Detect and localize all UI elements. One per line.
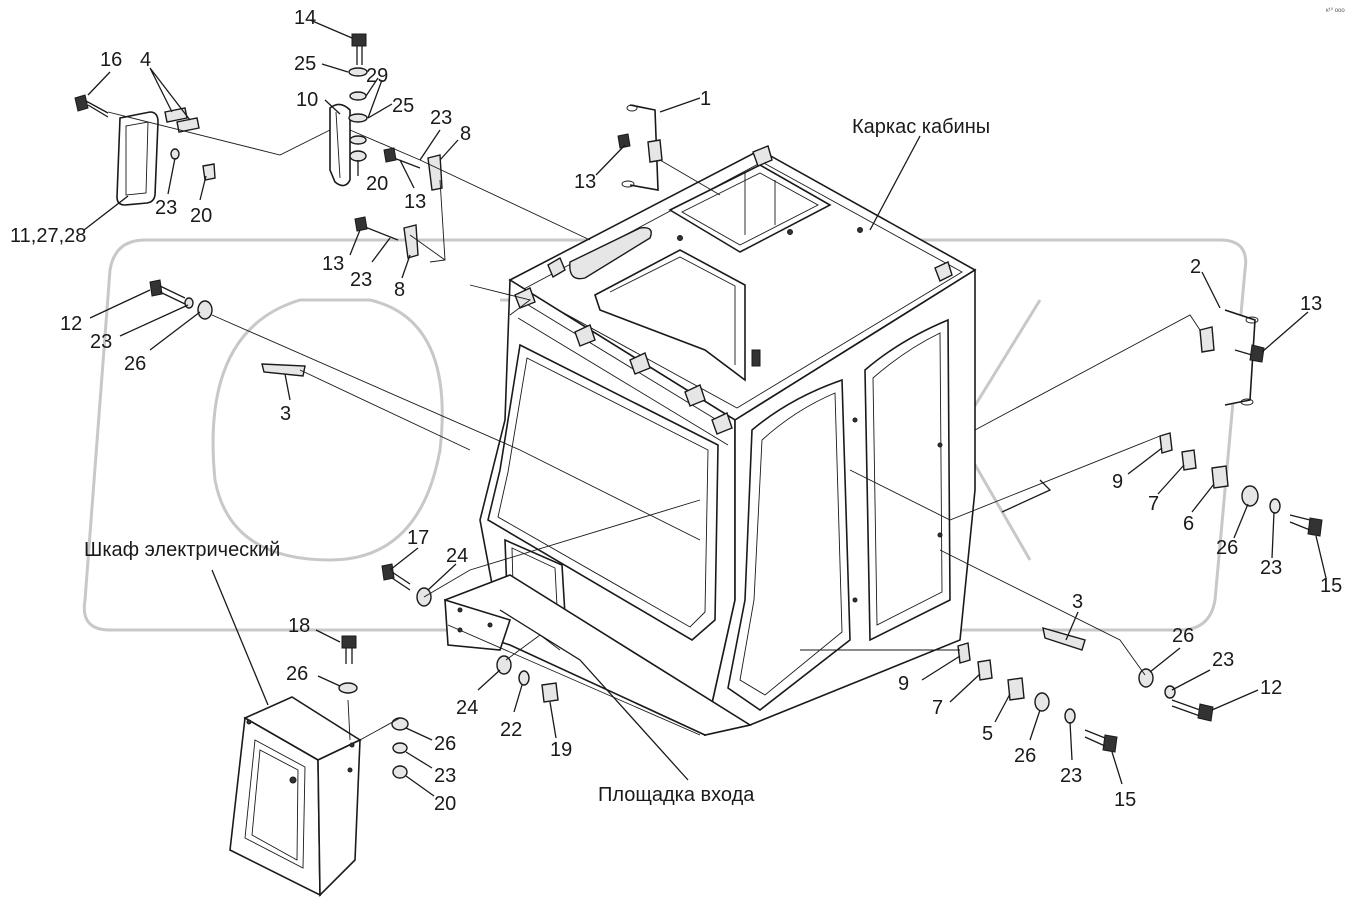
bracket-3-left [261, 363, 306, 377]
callout-8-upper: 8 [460, 123, 471, 145]
fastener-group-17 [381, 563, 432, 607]
callout-13-upper-bracket: 13 [404, 191, 426, 213]
fastener-group-left-12 [149, 279, 213, 320]
callout-labels: 1 2 3 3 4 5 6 7 7 8 8 9 9 10 11,27,28 12… [10, 7, 1342, 815]
callout-5: 5 [982, 723, 993, 745]
callout-24-upper: 24 [446, 545, 468, 567]
callout-24-lower: 24 [456, 697, 478, 719]
callout-12-left: 12 [60, 313, 82, 335]
callout-23-right-upper: 23 [1260, 557, 1282, 579]
bracket-8-upper [383, 147, 443, 191]
electrical-cabinet [229, 696, 362, 897]
caption-entry-platform: Площадка входа [598, 784, 755, 806]
callout-14: 14 [294, 7, 316, 29]
callout-25-lower: 25 [392, 95, 414, 117]
callout-13-lower-bracket: 13 [322, 253, 344, 275]
callout-26-left: 26 [124, 353, 146, 375]
fastener-group-right-upper [1159, 432, 1323, 537]
fastener-group-platform-bottom [496, 655, 559, 703]
callout-17: 17 [407, 527, 429, 549]
callout-19: 19 [550, 739, 572, 761]
bolt-16 [74, 94, 109, 118]
callout-18: 18 [288, 615, 310, 637]
callout-8-lower: 8 [394, 279, 405, 301]
fastener-group-mirror-left [170, 148, 216, 181]
callout-23-upper-bracket: 23 [430, 107, 452, 129]
callout-20-cabinet: 20 [434, 793, 456, 815]
callout-25-upper: 25 [294, 53, 316, 75]
callout-23-lower-bracket: 23 [350, 269, 372, 291]
fastener-group-18 [338, 635, 358, 694]
caption-cabin-frame: Каркас кабины [852, 116, 990, 138]
callout-23-left-fastener: 23 [90, 331, 112, 353]
callout-2: 2 [1190, 256, 1201, 278]
entry-platform [444, 574, 753, 736]
leader-lines [83, 19, 1327, 797]
mirror-arm-10 [329, 103, 351, 187]
mirror-arm-2 [1199, 309, 1265, 406]
fastener-group-right-12 [1138, 668, 1214, 722]
callout-4: 4 [140, 49, 151, 71]
bracket-8-lower [354, 216, 419, 259]
bracket-3-right [1042, 627, 1086, 651]
callout-23-right-12: 23 [1212, 649, 1234, 671]
callout-13-mirror-arm: 13 [574, 171, 596, 193]
callout-9-upper: 9 [1112, 471, 1123, 493]
callout-13-right-arm: 13 [1300, 293, 1322, 315]
callout-7-lower: 7 [932, 697, 943, 719]
mirror-arm-1 [617, 104, 663, 191]
callout-26-cabinet-top: 26 [286, 663, 308, 685]
cabin-frame [479, 145, 977, 737]
callout-23-right-lower: 23 [1060, 765, 1082, 787]
callout-16: 16 [100, 49, 122, 71]
mirror-bracket-4 [164, 107, 200, 133]
bolt-14-stack [348, 33, 368, 162]
callout-12-right: 12 [1260, 677, 1282, 699]
callout-11-27-28: 11,27,28 [10, 225, 86, 247]
callout-10: 10 [296, 89, 318, 111]
corner-note: к¹⁰ ооо [1326, 7, 1345, 14]
center-lines [107, 111, 1201, 741]
callout-15-lower: 15 [1114, 789, 1136, 811]
callout-23-cabinet: 23 [434, 765, 456, 787]
callout-26-right-upper: 26 [1216, 537, 1238, 559]
callout-26-right-lower: 26 [1014, 745, 1036, 767]
callout-9-lower: 9 [898, 673, 909, 695]
callout-20-mirror: 20 [190, 205, 212, 227]
callout-23-mirror: 23 [155, 197, 177, 219]
callout-6: 6 [1183, 513, 1194, 535]
callout-3-right: 3 [1072, 591, 1083, 613]
callout-20-bolt-stack: 20 [366, 173, 388, 195]
callout-26-right-12: 26 [1172, 625, 1194, 647]
callout-22: 22 [500, 719, 522, 741]
callout-7-upper: 7 [1148, 493, 1159, 515]
callout-15-upper: 15 [1320, 575, 1342, 597]
caption-electrical-cabinet: Шкаф электрический [84, 539, 280, 561]
callout-26-cabinet-side: 26 [434, 733, 456, 755]
callout-3-left: 3 [280, 403, 291, 425]
mirror-left [116, 111, 159, 206]
fastener-group-cabinet-side [391, 717, 409, 779]
callout-29: 29 [366, 65, 388, 87]
callout-1: 1 [700, 88, 711, 110]
